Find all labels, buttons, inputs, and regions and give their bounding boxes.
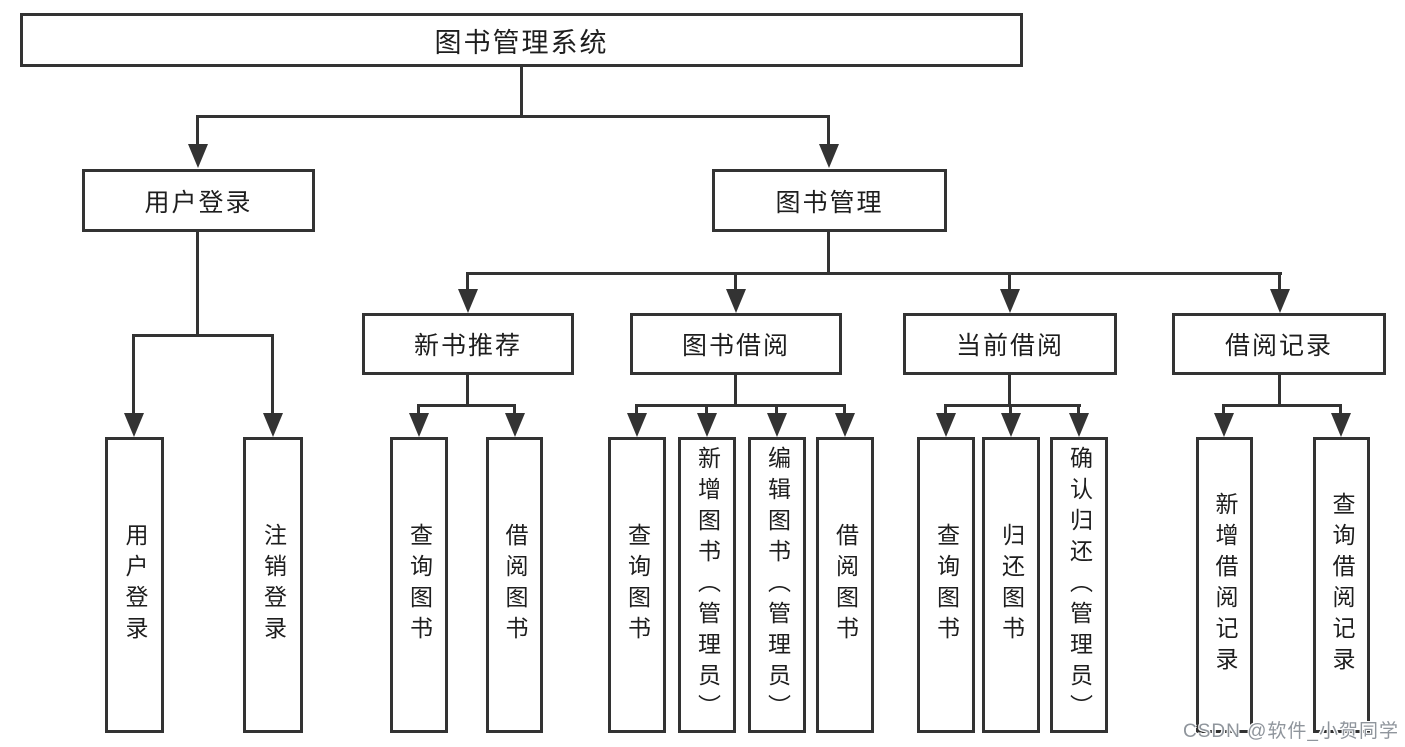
arrowhead-icon bbox=[835, 413, 855, 437]
connector-line bbox=[197, 115, 830, 118]
connector-line bbox=[635, 404, 846, 407]
connector-line bbox=[944, 404, 1081, 407]
arrowhead-icon bbox=[505, 413, 525, 437]
leaf-query-borrow-record: 查询借阅记录 bbox=[1313, 437, 1370, 733]
connector-line bbox=[827, 115, 830, 148]
leaf-label: 注销登录 bbox=[260, 523, 287, 647]
leaf-label: 用户登录 bbox=[122, 523, 148, 647]
arrowhead-icon bbox=[627, 413, 647, 437]
leaf-logout: 注销登录 bbox=[243, 437, 303, 733]
arrowhead-icon bbox=[1331, 413, 1351, 437]
connector-line bbox=[1008, 374, 1011, 407]
leaf-query-books-current: 查询图书 bbox=[917, 437, 975, 733]
connector-line bbox=[1339, 404, 1342, 418]
node-label: 用户登录 bbox=[144, 188, 253, 217]
node-label: 图书管理系统 bbox=[434, 27, 609, 58]
arrowhead-icon bbox=[188, 144, 208, 168]
node-current-borrow: 当前借阅 bbox=[903, 313, 1117, 375]
connector-line bbox=[513, 404, 516, 418]
connector-line bbox=[196, 115, 199, 148]
arrowhead-icon bbox=[936, 413, 956, 437]
connector-line bbox=[1009, 404, 1012, 418]
arrowhead-icon bbox=[1000, 289, 1020, 313]
leaf-label: 查询图书 bbox=[406, 523, 433, 647]
arrowhead-icon bbox=[726, 289, 746, 313]
leaf-label: 确认归还（管理员） bbox=[1066, 445, 1093, 725]
leaf-label: 新增借阅记录 bbox=[1212, 492, 1238, 678]
leaf-label: 查询图书 bbox=[933, 523, 960, 647]
node-borrow-records: 借阅记录 bbox=[1172, 313, 1386, 375]
node-label: 图书管理 bbox=[775, 188, 884, 217]
leaf-confirm-return-admin: 确认归还（管理员） bbox=[1050, 437, 1108, 733]
arrowhead-icon bbox=[819, 144, 839, 168]
leaf-add-borrow-record: 新增借阅记录 bbox=[1196, 437, 1253, 733]
node-book-management: 图书管理 bbox=[712, 169, 947, 232]
arrowhead-icon bbox=[409, 413, 429, 437]
connector-line bbox=[1222, 404, 1342, 407]
arrowhead-icon bbox=[767, 413, 787, 437]
node-label: 新书推荐 bbox=[413, 332, 522, 360]
leaf-user-login: 用户登录 bbox=[105, 437, 164, 733]
node-label: 图书借阅 bbox=[681, 332, 790, 360]
connector-line bbox=[734, 374, 737, 407]
node-library-system: 图书管理系统 bbox=[20, 13, 1023, 67]
leaf-label: 借阅图书 bbox=[832, 523, 859, 647]
leaf-borrow-books: 借阅图书 bbox=[816, 437, 874, 733]
connector-line bbox=[944, 404, 947, 418]
connector-line bbox=[1008, 272, 1011, 294]
leaf-label: 查询借阅记录 bbox=[1329, 492, 1355, 678]
connector-line bbox=[1278, 272, 1281, 294]
arrowhead-icon bbox=[458, 289, 478, 313]
connector-line bbox=[417, 404, 516, 407]
connector-line bbox=[132, 334, 135, 418]
connector-line bbox=[196, 232, 199, 337]
arrowhead-icon bbox=[1214, 413, 1234, 437]
arrowhead-icon bbox=[697, 413, 717, 437]
connector-line bbox=[466, 272, 1282, 275]
leaf-label: 查询图书 bbox=[624, 523, 651, 647]
arrowhead-icon bbox=[1001, 413, 1021, 437]
node-user-login: 用户登录 bbox=[82, 169, 315, 232]
leaf-return-book: 归还图书 bbox=[982, 437, 1040, 733]
node-label: 借阅记录 bbox=[1224, 332, 1333, 360]
arrowhead-icon bbox=[263, 413, 283, 437]
leaf-label: 编辑图书（管理员） bbox=[764, 445, 791, 725]
connector-line bbox=[520, 67, 523, 118]
leaf-label: 归还图书 bbox=[998, 523, 1025, 647]
connector-line bbox=[1278, 374, 1281, 407]
connector-line bbox=[1222, 404, 1225, 418]
arrowhead-icon bbox=[124, 413, 144, 437]
leaf-query-books-recommend: 查询图书 bbox=[390, 437, 448, 733]
node-book-borrow: 图书借阅 bbox=[630, 313, 842, 375]
arrowhead-icon bbox=[1270, 289, 1290, 313]
connector-line bbox=[734, 272, 737, 294]
connector-line bbox=[417, 404, 420, 418]
connector-line bbox=[466, 374, 469, 407]
leaf-label: 新增图书（管理员） bbox=[694, 445, 721, 725]
leaf-edit-book-admin: 编辑图书（管理员） bbox=[748, 437, 806, 733]
connector-line bbox=[466, 272, 469, 294]
connector-line bbox=[843, 404, 846, 418]
leaf-add-book-admin: 新增图书（管理员） bbox=[678, 437, 736, 733]
connector-line bbox=[635, 404, 638, 418]
leaf-query-books-borrow: 查询图书 bbox=[608, 437, 666, 733]
connector-line bbox=[827, 232, 830, 275]
leaf-borrow-books-recommend: 借阅图书 bbox=[486, 437, 543, 733]
connector-line bbox=[775, 404, 778, 418]
connector-line bbox=[132, 334, 274, 337]
node-label: 当前借阅 bbox=[955, 332, 1064, 360]
csdn-watermark: CSDN @软件_小贺同学 bbox=[1183, 721, 1399, 742]
leaf-label: 借阅图书 bbox=[502, 523, 528, 647]
arrowhead-icon bbox=[1069, 413, 1089, 437]
connector-line bbox=[705, 404, 708, 418]
connector-line bbox=[1077, 404, 1080, 418]
node-new-book-recommend: 新书推荐 bbox=[362, 313, 574, 375]
connector-line bbox=[271, 334, 274, 418]
